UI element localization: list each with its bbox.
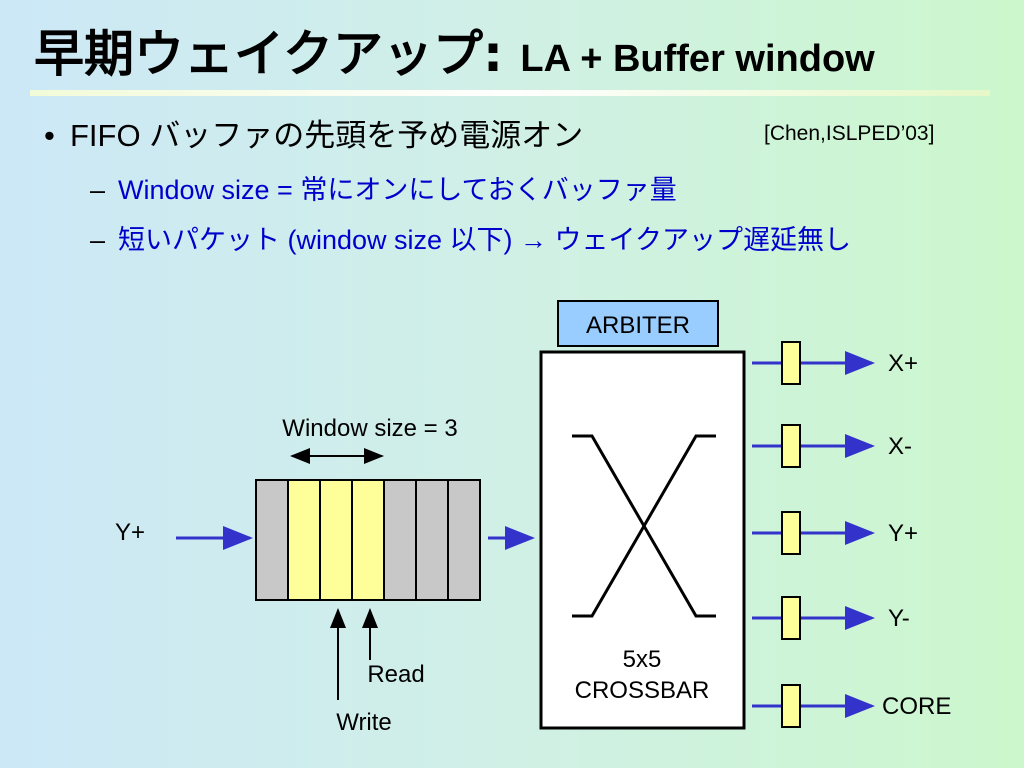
output-port-label: X-: [888, 433, 912, 460]
buffer-cell-window: [351, 479, 385, 601]
subbullet-text: Window size = 常にオンにしておくバッファ量: [118, 175, 677, 205]
subbullet-short-packet: –短いパケット (window size 以下) → ウェイクアップ遅延無し: [90, 218, 851, 257]
buffer-cell-idle: [447, 479, 481, 601]
crossbar-label: CROSSBAR: [575, 677, 710, 704]
output-latch: [781, 596, 801, 640]
buffer-cell-idle: [383, 479, 417, 601]
title-underline: [30, 90, 990, 96]
buffer-cell-idle: [415, 479, 449, 601]
arbiter-label: ARBITER: [586, 312, 690, 339]
write-label: Write: [336, 709, 392, 736]
bullet-marker: •: [44, 118, 55, 153]
output-port-label: Y+: [888, 520, 918, 547]
subbullet-marker: –: [90, 175, 106, 205]
output-port-label: CORE: [882, 693, 951, 720]
buffer-cell-window: [287, 479, 321, 601]
title-sub: LA + Buffer window: [520, 38, 875, 80]
subbullet-window-size: –Window size = 常にオンにしておくバッファ量: [90, 168, 677, 207]
subbullet-marker: –: [90, 225, 106, 255]
output-ports: X+ X- Y+ Y- CORE: [752, 341, 951, 728]
bullet-text: FIFO バッファの先頭を予め電源オン: [70, 118, 584, 153]
buffer-cell-idle: [255, 479, 289, 601]
input-port-label: Y+: [115, 519, 145, 546]
crossbar-box: [539, 350, 746, 730]
slide-title: 早期ウェイクアップ: LA + Buffer window: [34, 14, 875, 86]
fifo-buffer: [255, 479, 481, 601]
arbiter-box: [557, 300, 719, 347]
window-size-label: Window size = 3: [282, 415, 457, 442]
citation: [Chen,ISLPED’03]: [764, 122, 935, 145]
output-latch: [781, 341, 801, 385]
output-latch: [781, 684, 801, 728]
output-latch: [781, 424, 801, 468]
subbullet-text: 短いパケット (window size 以下) → ウェイクアップ遅延無し: [118, 225, 852, 255]
output-port-label: Y-: [888, 605, 910, 632]
output-port-label: X+: [888, 350, 918, 377]
bullet-fifo: • FIFO バッファの先頭を予め電源オン: [44, 110, 583, 155]
read-label: Read: [367, 661, 424, 688]
crossbar-x-icon: [572, 434, 716, 618]
buffer-cell-window: [319, 479, 353, 601]
output-latch: [781, 511, 801, 555]
title-main: 早期ウェイクアップ:: [34, 25, 503, 83]
crossbar-size-label: 5x5: [623, 646, 662, 673]
